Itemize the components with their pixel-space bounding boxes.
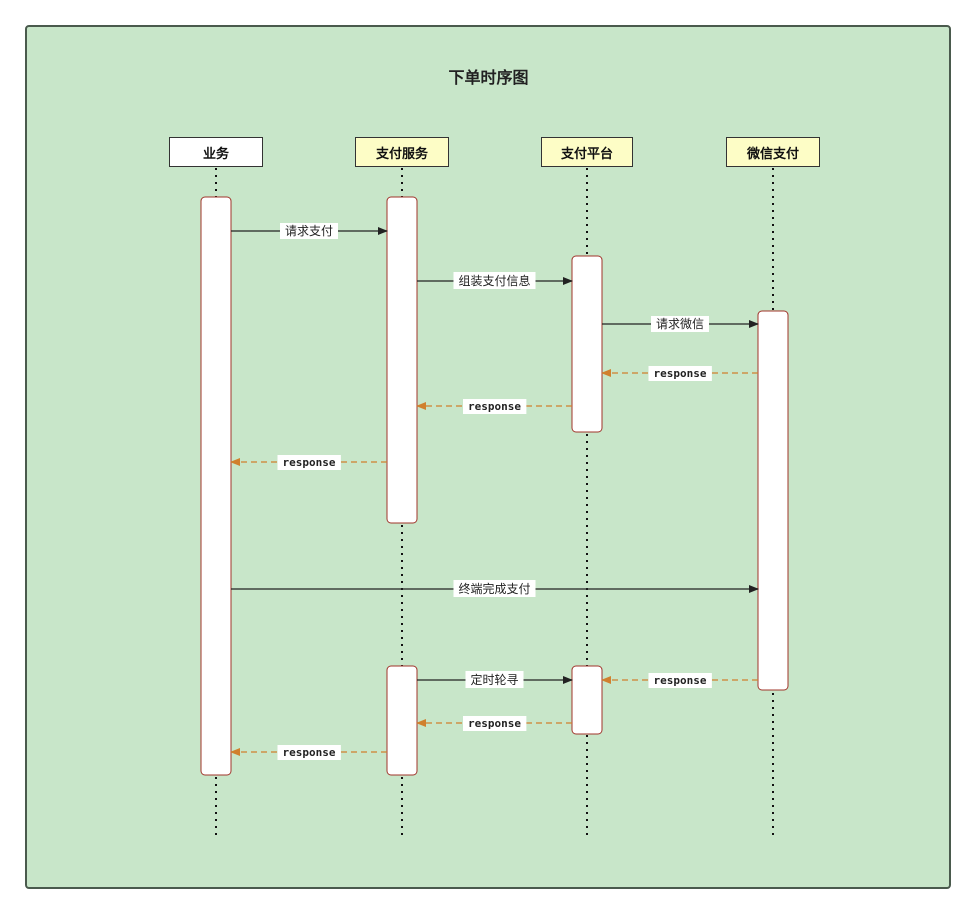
message-label-bg: [463, 716, 527, 731]
activation-bar-biz: [200, 196, 232, 776]
activation-bar-pay-service: [386, 665, 418, 776]
message-label-bg: [277, 455, 341, 470]
message-label: response: [283, 746, 336, 759]
participant-wechat-pay: 微信支付: [726, 137, 820, 167]
message-label-bg: [463, 399, 527, 414]
participant-label: 微信支付: [746, 146, 799, 162]
message-label: response: [654, 367, 707, 380]
participant-label: 业务: [202, 146, 229, 162]
message-label: 请求微信: [656, 317, 704, 331]
message-label: response: [654, 674, 707, 687]
message-label-bg: [465, 671, 524, 688]
message-label-bg: [648, 673, 712, 688]
message-label-bg: [277, 745, 341, 760]
message-label: 请求支付: [285, 224, 333, 238]
activation-bar-pay-service: [386, 196, 418, 524]
message-label: response: [283, 456, 336, 469]
message-label-bg: [453, 272, 536, 289]
activation-bar-pay-platform: [571, 665, 603, 735]
participant-biz: 业务: [169, 137, 263, 167]
participant-pay-service: 支付服务: [355, 137, 449, 167]
activation-bar-pay-platform: [571, 255, 603, 433]
message-label: 定时轮寻: [470, 672, 518, 687]
message-label: response: [468, 400, 521, 413]
message-label-bg: [279, 223, 339, 239]
message-label: response: [468, 717, 521, 730]
message-label-bg: [453, 580, 536, 597]
message-label-bg: [648, 366, 712, 381]
message-label: 终端完成支付: [458, 581, 530, 596]
message-label: 组装支付信息: [458, 273, 530, 288]
activation-bar-wechat-pay: [757, 310, 789, 691]
participant-label: 支付服务: [375, 146, 428, 162]
participant-pay-platform: 支付平台: [541, 137, 633, 167]
diagram-frame: [25, 25, 951, 889]
participant-label: 支付平台: [560, 146, 613, 162]
diagram-title: 下单时序图: [448, 68, 529, 87]
message-label-bg: [650, 316, 710, 332]
